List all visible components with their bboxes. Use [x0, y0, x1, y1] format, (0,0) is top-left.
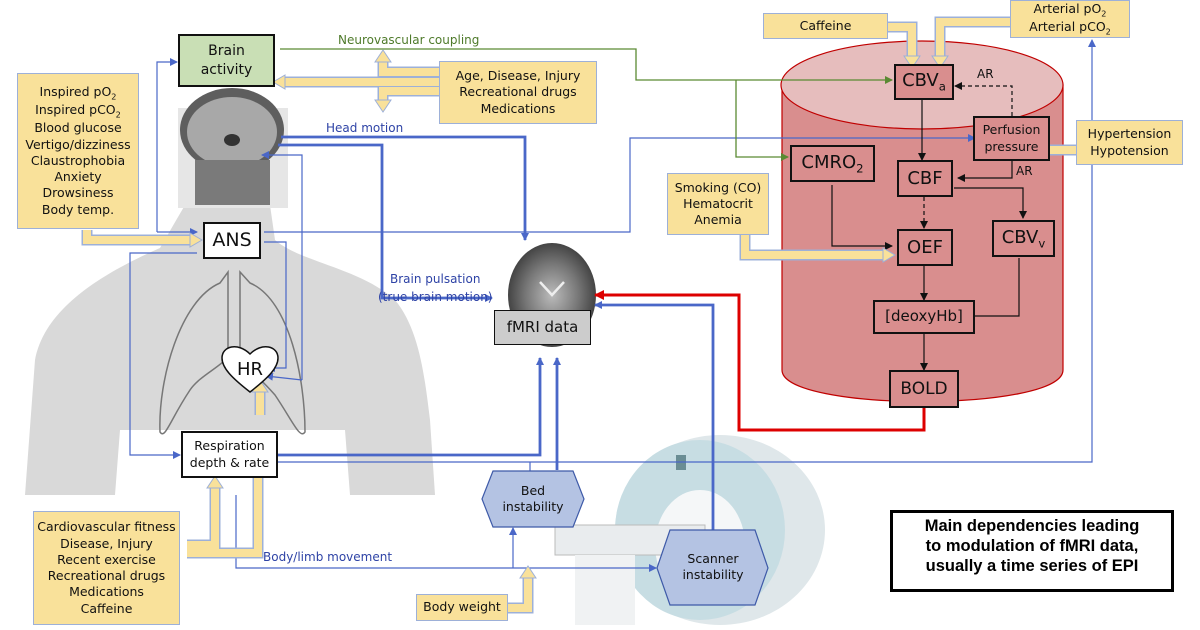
blood-oxygen-box: Smoking (CO) Hematocrit Anemia — [667, 173, 769, 235]
factor-caffeine: Caffeine — [80, 600, 133, 616]
caption-line1: Main dependencies leading — [924, 517, 1140, 535]
neurovascular-connectors — [280, 48, 893, 161]
cmro2-label: CMRO2 — [801, 151, 864, 176]
deoxyhb-node: [deoxyHb] — [873, 300, 975, 334]
autoregulation-label-bottom: AR — [1016, 164, 1033, 178]
factor-body-weight: Body weight — [423, 599, 501, 615]
bed-instability-hexagon — [481, 470, 585, 528]
blood-pressure-box: Hypertension Hypotension — [1076, 120, 1183, 165]
oef-node: OEF — [897, 229, 953, 266]
factor-arterial-pco2: Arterial pCO2 — [1029, 19, 1111, 37]
deoxyhb-label: [deoxyHb] — [885, 307, 963, 326]
figure-caption: Main dependencies leading to modulation … — [890, 510, 1174, 592]
lifestyle-factors-box: Cardiovascular fitness Disease, Injury R… — [33, 511, 180, 625]
bold-to-fmri-arrow — [594, 290, 926, 432]
vascular-arrows — [831, 82, 1027, 371]
caption-line3: usually a time series of EPI — [925, 556, 1139, 575]
thick-blue-connectors — [278, 135, 715, 530]
factor-recreational-drugs: Recreational drugs — [459, 84, 577, 100]
perfusion-line2: pressure — [984, 138, 1039, 154]
cbf-label: CBF — [907, 167, 943, 189]
factor-vertigo: Vertigo/dizziness — [25, 136, 131, 152]
bed-instability-line1: Bed — [520, 482, 546, 498]
physiological-factors-box: Inspired pO2 Inspired pCO2 Blood glucose… — [17, 73, 139, 229]
ans-label: ANS — [212, 229, 252, 252]
head-motion-label: Head motion — [326, 121, 404, 135]
factor-claustrophobia: Claustrophobia — [30, 152, 126, 168]
oef-label: OEF — [907, 236, 943, 258]
bed-instability-line2: instability — [502, 499, 564, 514]
arterial-gases-box: Arterial pO2 Arterial pCO2 — [1010, 0, 1130, 38]
respiration-node: Respiration depth & rate — [181, 431, 278, 478]
body-limb-movement-label: Body/limb movement — [263, 550, 393, 564]
factor-inspired-po2: Inspired pO2 — [39, 84, 117, 102]
factor-recreational-drugs: Recreational drugs — [47, 568, 166, 583]
factor-arterial-po2: Arterial pO2 — [1033, 0, 1107, 19]
bold-label: BOLD — [900, 378, 948, 399]
factor-smoking: Smoking (CO) — [674, 179, 762, 195]
true-brain-motion-label: (true brain motion) — [378, 290, 493, 304]
cbva-node: CBVa — [894, 64, 954, 100]
factor-caffeine: Caffeine — [799, 17, 852, 33]
factor-age-disease: Age, Disease, Injury — [455, 68, 581, 84]
factor-body-temp: Body temp. — [41, 201, 115, 217]
respiration-line1: Respiration — [194, 438, 265, 454]
neurovascular-coupling-label: Neurovascular coupling — [338, 33, 480, 47]
respiration-line2: depth & rate — [189, 454, 270, 470]
hr-node: HR — [230, 356, 270, 384]
fmri-data-node: fMRI data — [494, 310, 591, 345]
factor-medications: Medications — [69, 584, 144, 600]
factor-hypertension: Hypertension — [1087, 126, 1172, 142]
thin-blue-connectors — [129, 39, 1096, 572]
brain-activity-line2: activity — [200, 61, 253, 78]
factor-hematocrit: Hematocrit — [683, 195, 753, 211]
fmri-data-label: fMRI data — [506, 317, 579, 336]
factor-hypotension: Hypotension — [1090, 142, 1169, 158]
brain-activity-node: Brain activity — [178, 34, 275, 87]
factor-medications: Medications — [480, 100, 556, 116]
autoregulation-label-top: AR — [977, 67, 994, 81]
bed-instability-node: Bed instability — [490, 478, 576, 520]
brain-activity-line1: Brain — [208, 43, 245, 60]
scanner-instability-hexagon — [656, 529, 769, 606]
perfusion-line1: Perfusion — [982, 122, 1041, 138]
cbva-label: CBVa — [902, 70, 946, 94]
hr-label: HR — [236, 359, 264, 381]
factor-inspired-pco2: Inspired pCO2 — [35, 102, 121, 120]
body-weight-box: Body weight — [416, 594, 508, 621]
heart-shape — [221, 346, 279, 393]
ans-node: ANS — [203, 222, 261, 259]
bold-node: BOLD — [889, 370, 959, 408]
factor-blood-glucose: Blood glucose — [34, 120, 122, 136]
factor-disease-injury: Disease, Injury — [60, 535, 153, 551]
cbvv-node: CBVv — [992, 220, 1055, 257]
brain-mri-coronal — [178, 88, 288, 208]
scanner-instability-node: Scanner instability — [668, 546, 758, 588]
scanner-instability-line2: instability — [682, 567, 744, 582]
factor-anxiety: Anxiety — [54, 169, 102, 185]
perfusion-pressure-node: Perfusion pressure — [973, 116, 1050, 161]
cbf-node: CBF — [897, 160, 953, 197]
cbvv-label: CBVv — [1001, 226, 1046, 251]
age-disease-box: Age, Disease, Injury Recreational drugs … — [439, 61, 597, 124]
caffeine-box: Caffeine — [763, 13, 888, 39]
factor-cardiovascular-fitness: Cardiovascular fitness — [37, 519, 176, 535]
brain-pulsation-label: Brain pulsation — [390, 272, 481, 286]
caption-line2: to modulation of fMRI data, — [925, 536, 1139, 555]
cmro2-node: CMRO2 — [790, 145, 875, 182]
factor-drowsiness: Drowsiness — [42, 185, 114, 201]
factor-anemia: Anemia — [694, 212, 742, 228]
modulator-arrows — [81, 16, 1077, 614]
factor-recent-exercise: Recent exercise — [57, 551, 156, 567]
scanner-instability-line1: Scanner — [687, 550, 739, 566]
